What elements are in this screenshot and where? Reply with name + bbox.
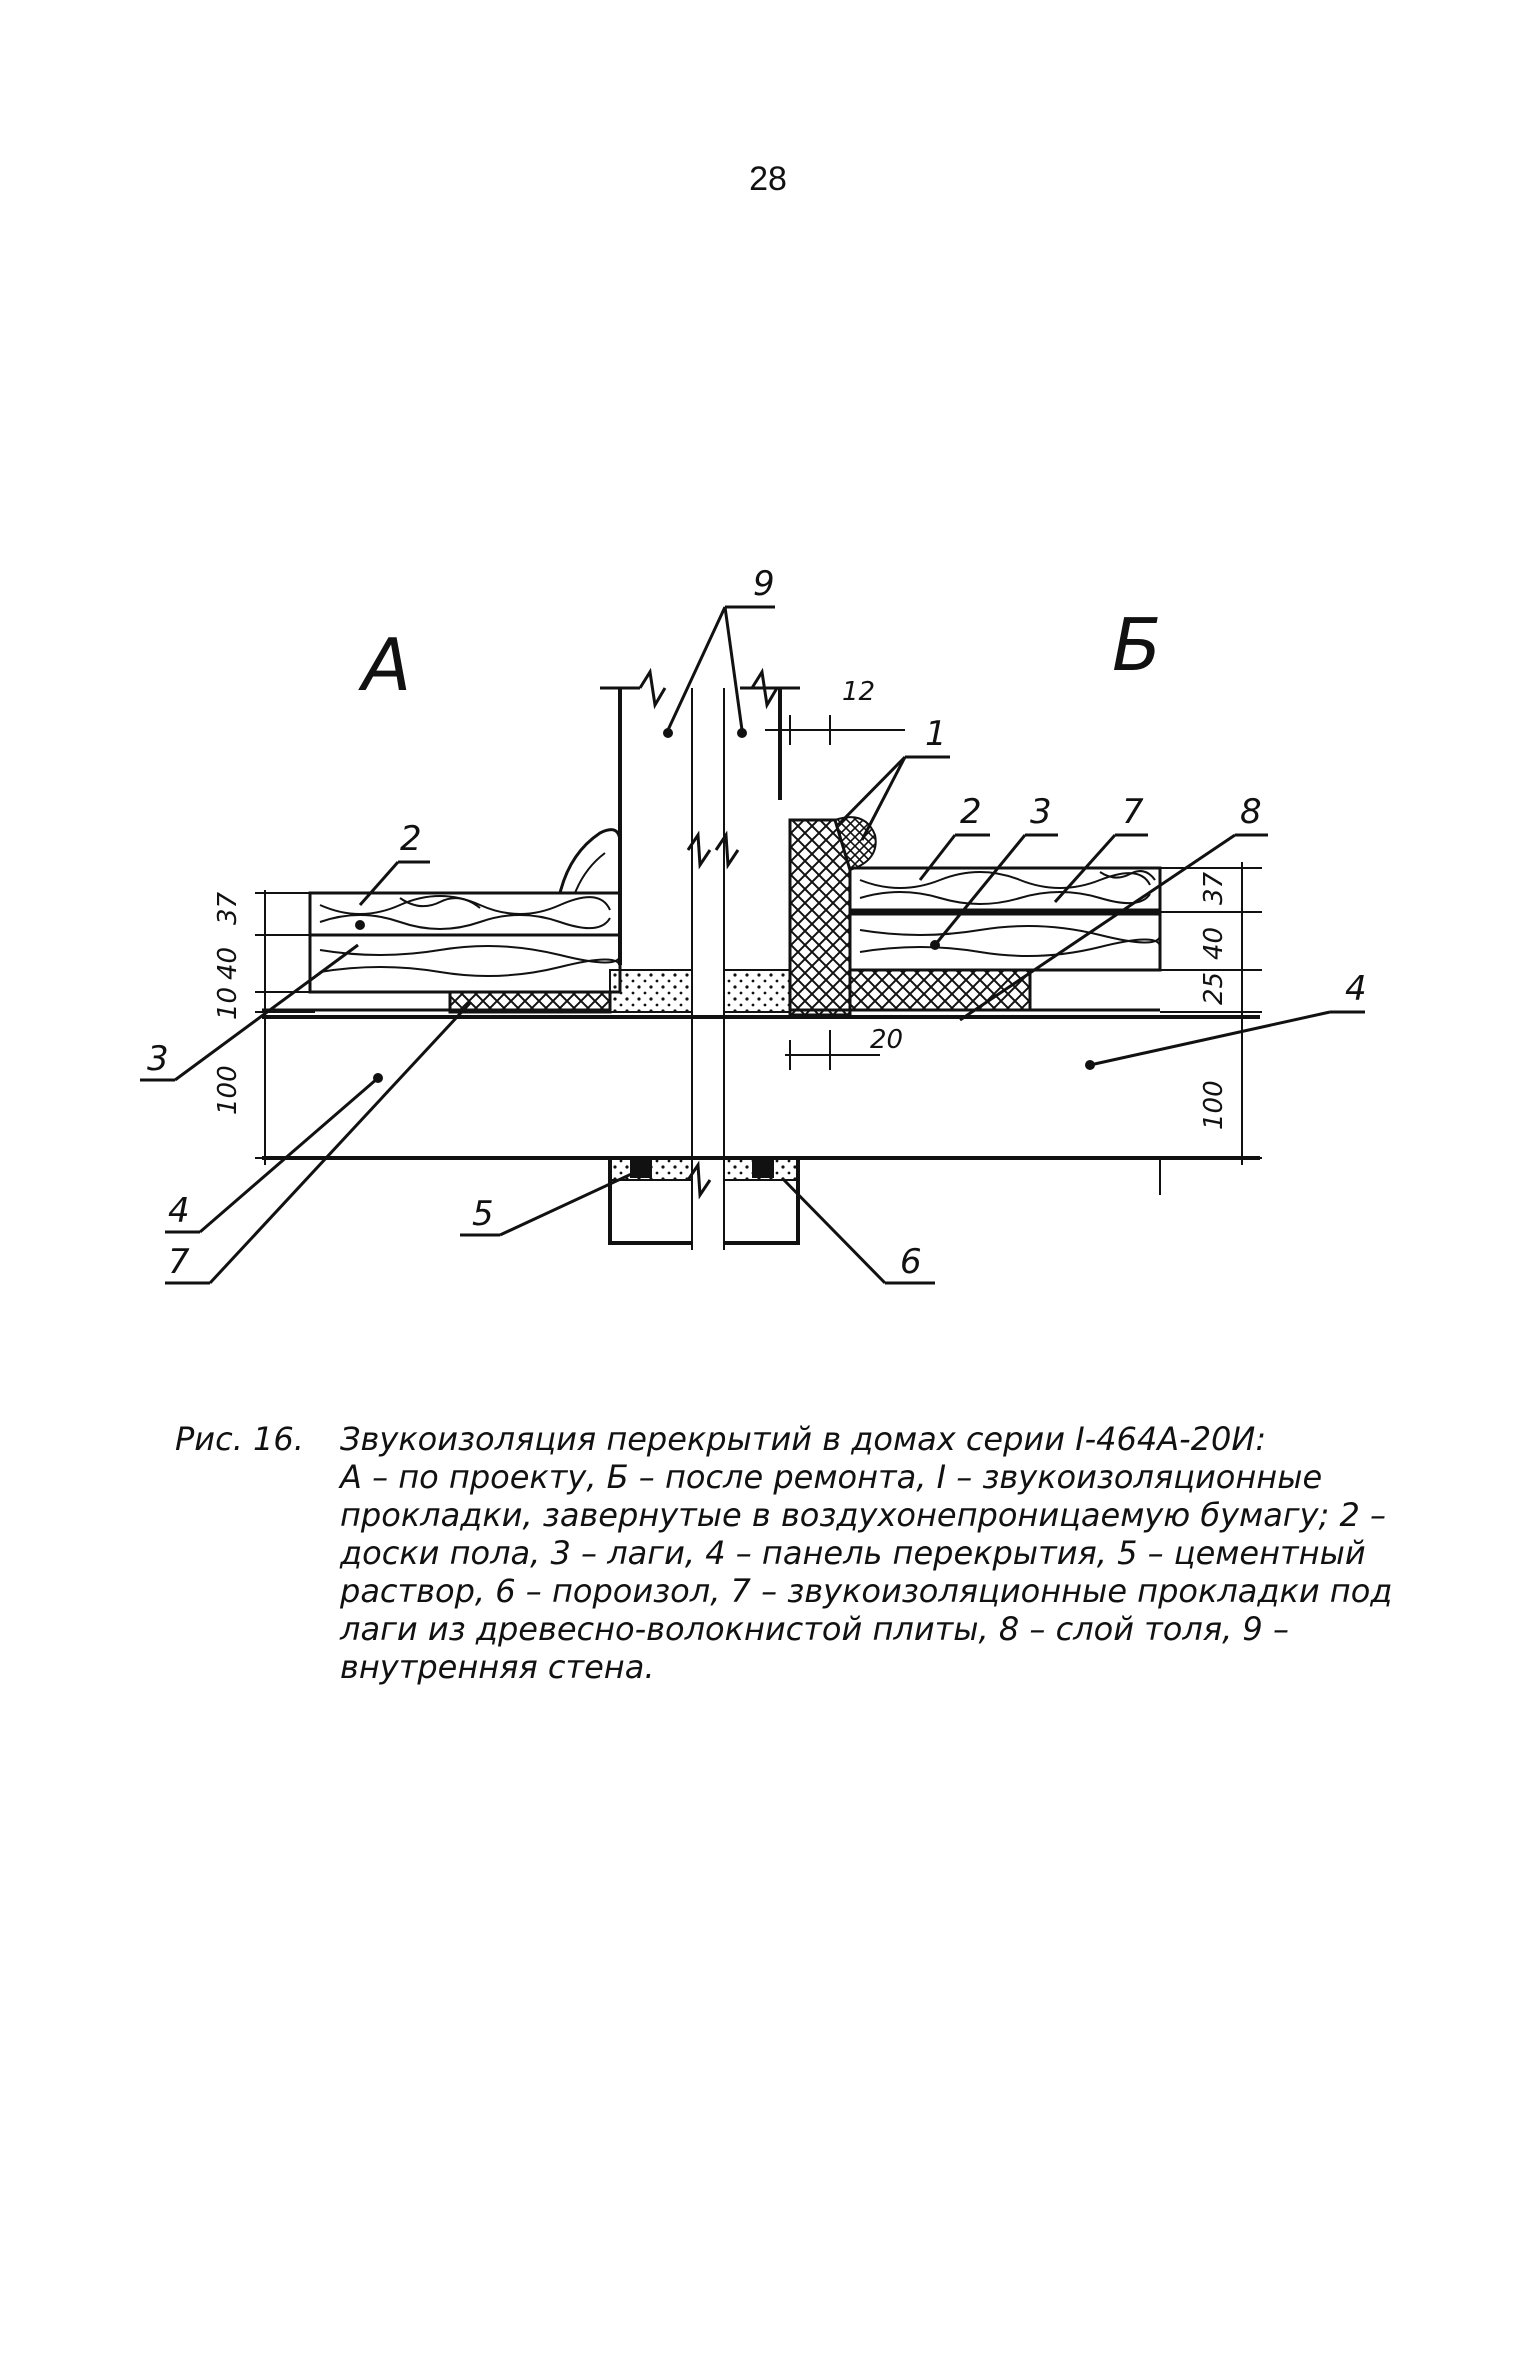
wall-below-slab xyxy=(608,1157,800,1245)
dim-gap-12: 12 xyxy=(842,677,875,707)
right-dimensions: 37 40 25 100 xyxy=(1159,862,1262,1195)
callout-8: 8 xyxy=(1240,792,1262,832)
left-floor-assembly xyxy=(308,828,791,1014)
dim-left-37: 37 xyxy=(213,891,243,925)
callout-5: 5 xyxy=(472,1194,494,1234)
callout-2-right: 2 xyxy=(960,792,982,832)
dim-right-25: 25 xyxy=(1199,972,1229,1005)
callout-leaders xyxy=(140,605,1365,1285)
callout-3-right: 3 xyxy=(1030,792,1052,832)
floor-panel xyxy=(262,1008,1260,1160)
callout-2-left: 2 xyxy=(400,819,422,859)
callout-1: 1 xyxy=(925,714,947,754)
callout-7-right: 7 xyxy=(1122,792,1144,832)
callout-6: 6 xyxy=(900,1242,922,1282)
dim-gap-20: 20 xyxy=(870,1025,903,1055)
figure-caption-label: Рис. 16. xyxy=(175,1420,304,1458)
dim-right-37: 37 xyxy=(1199,871,1229,905)
callout-9: 9 xyxy=(753,564,775,604)
dim-left-100: 100 xyxy=(213,1065,243,1115)
page-number: 28 xyxy=(749,160,787,198)
dim-right-40: 40 xyxy=(1199,927,1229,960)
dim-right-100: 100 xyxy=(1199,1080,1229,1130)
gap-dimensions: 12 20 xyxy=(765,677,905,1070)
callout-4-right: 4 xyxy=(1345,969,1367,1009)
section-label-b: Б xyxy=(1112,603,1161,687)
inner-wall xyxy=(600,667,800,1250)
callout-7-left: 7 xyxy=(168,1242,190,1282)
section-label-a: А xyxy=(358,623,411,707)
left-dimensions: 37 40 10 100 xyxy=(213,890,315,1165)
dim-left-10: 10 xyxy=(213,987,243,1020)
callout-4-left: 4 xyxy=(168,1191,190,1231)
figure-caption-text: Звукоизоляция перекрытий в домах серии I… xyxy=(340,1420,1393,1686)
callout-3-left: 3 xyxy=(147,1039,169,1079)
dim-left-40: 40 xyxy=(213,947,243,980)
